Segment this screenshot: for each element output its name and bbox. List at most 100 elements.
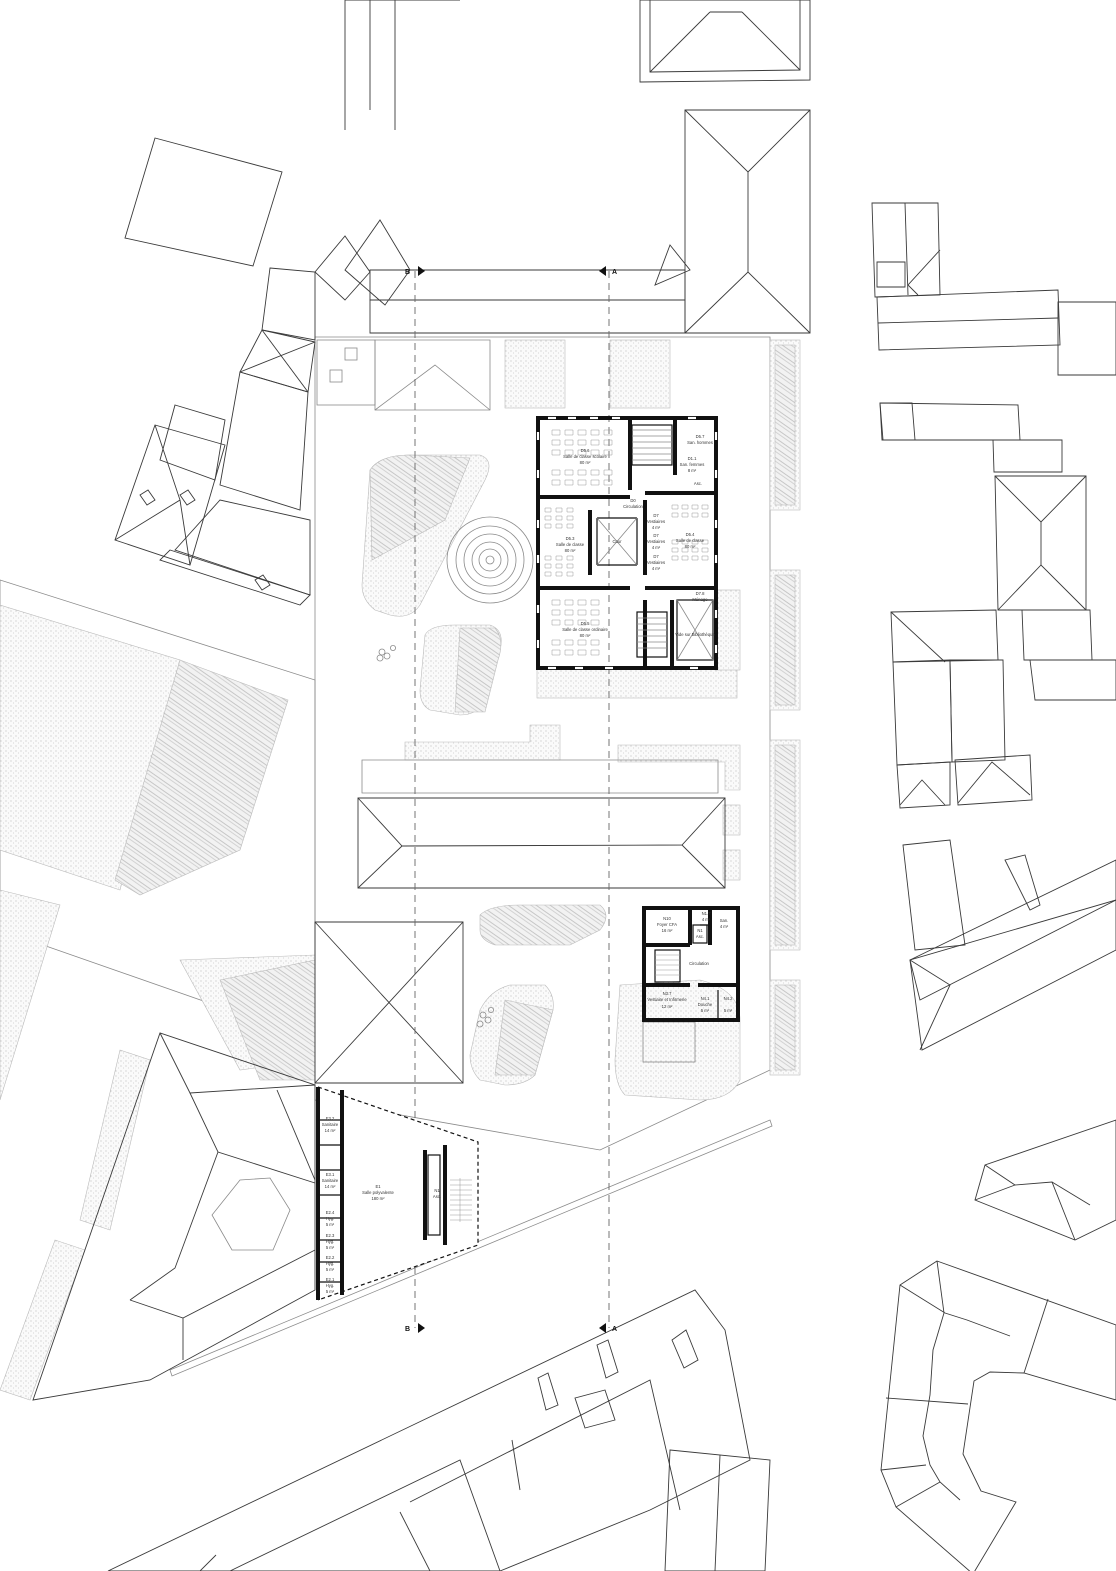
room-label: E2.4	[326, 1210, 335, 1215]
room-label: D7	[653, 554, 659, 559]
room-name: Hyg.	[326, 1216, 335, 1221]
room-label: D5.5	[581, 621, 591, 626]
room-label: E2.3	[326, 1233, 335, 1238]
room-label: N4.2	[724, 996, 734, 1001]
room-name: Hyg.	[326, 1239, 335, 1244]
roof-south-row	[107, 1289, 751, 1571]
room-label: N4.1	[701, 996, 711, 1001]
gravel-area-left-lower	[0, 889, 61, 1101]
planter-d-east	[714, 589, 741, 671]
section-marker-a-bottom	[599, 1323, 606, 1333]
room-area: 80 m²	[580, 633, 591, 638]
room-area: 5 m²	[326, 1289, 335, 1294]
room-area: 4 m²	[720, 924, 729, 929]
paved-island-1	[369, 454, 471, 561]
room-label: D7	[653, 513, 659, 518]
building-n-plan: N10 Foyer CFA 16 m² N1.7 4 m² N1 Asc. Sa…	[642, 906, 740, 1022]
paved-area-left	[114, 659, 289, 896]
room-label: E3.2	[326, 1116, 335, 1121]
room-area: 16 m²	[662, 928, 673, 933]
room-name: Salle polyvalente	[362, 1190, 394, 1195]
desks	[544, 429, 709, 656]
section-label-b-bottom: B	[405, 1326, 410, 1333]
planter-top-1	[504, 339, 566, 409]
room-area: 180 m²	[371, 1196, 385, 1201]
room-area: 4 m²	[652, 545, 661, 550]
section-label-a-bottom: A	[612, 1326, 617, 1333]
room-label: E1	[375, 1184, 381, 1189]
room-label: D0	[630, 498, 636, 503]
room-area: 14 m²	[325, 1128, 336, 1133]
room-label: E3.1	[326, 1172, 335, 1177]
room-area: 4 m²	[702, 917, 711, 922]
room-label: D5.4	[686, 532, 696, 537]
room-name: Cour	[612, 539, 622, 544]
room-label: E2.1	[326, 1277, 335, 1282]
room-name: Vestiaires	[647, 539, 665, 544]
section-marker-b-bottom	[418, 1323, 425, 1333]
room-area: 80 m²	[580, 460, 591, 465]
roof-top-square	[639, 0, 811, 83]
room-label: N1.7	[702, 911, 712, 916]
planter-right-1-inner	[774, 344, 796, 506]
room-name: Vestiaires	[647, 560, 665, 565]
planter-d-south	[536, 667, 738, 699]
room-name: Vide sur Bibliothèque	[675, 632, 715, 637]
room-label: E2.2	[326, 1255, 335, 1260]
room-name: Salle de classe	[676, 538, 705, 543]
section-label-b-top: B	[405, 269, 410, 276]
roof-bottom-rect	[664, 1449, 771, 1571]
planted-island-3	[479, 904, 607, 946]
room-name: Ménage	[692, 597, 708, 602]
section-marker-b-top	[418, 266, 425, 276]
room-area: 80 m²	[565, 548, 576, 553]
room-name: Douche	[698, 1002, 713, 1007]
room-name: Circulation	[689, 961, 709, 966]
room-area: 5 m²	[326, 1267, 335, 1272]
room-name: Asc.	[433, 1194, 441, 1199]
building-d-plan: D5.6 Salle de classe scolaire 80 m² D5.7…	[536, 416, 718, 670]
room-label: D7.8	[696, 591, 706, 596]
section-marker-a-top	[599, 266, 606, 276]
room-name: Asc.	[696, 934, 704, 939]
room-name: Vestiaires	[647, 519, 665, 524]
room-area: 12 m²	[662, 1004, 673, 1009]
room-name: Hyg.	[326, 1283, 335, 1288]
room-label: D5.3	[566, 536, 576, 541]
stairs-d-north	[631, 424, 673, 466]
roof-long-building	[357, 797, 726, 889]
room-name: Salle de classe ordinaire	[562, 627, 608, 632]
paved-island-4	[494, 999, 554, 1076]
planter-mid-3	[722, 804, 741, 836]
room-name: Sanitaire	[322, 1122, 339, 1127]
room-name: Salle de classe	[556, 542, 585, 547]
circular-fountain	[446, 516, 534, 604]
roof-tilted-square	[124, 137, 283, 267]
planter-mid-4	[722, 849, 741, 881]
room-area: 5 m²	[724, 1008, 733, 1013]
planter-mid-1	[404, 724, 561, 761]
planter-mid-2	[617, 744, 741, 791]
roof-west-triangle	[32, 1032, 316, 1401]
room-name: San. femmes	[680, 462, 705, 467]
roof-north-wing	[684, 109, 811, 334]
room-name: Asc.	[694, 481, 702, 486]
landscape	[0, 336, 801, 1401]
room-label: D7	[653, 533, 659, 538]
room-label: N10	[663, 916, 671, 921]
room-label: N1	[697, 928, 703, 933]
gravel-strip-3	[0, 1239, 86, 1401]
context-buildings	[32, 0, 1116, 1571]
room-name: San. hommes	[687, 440, 713, 445]
section-label-a-top: A	[612, 269, 617, 276]
room-name: Salle de classe scolaire	[563, 454, 607, 459]
room-name: Sanitaire	[322, 1178, 339, 1183]
planter-right-4-inner	[774, 984, 796, 1071]
room-area: 5 m²	[326, 1222, 335, 1227]
stairs-d-south	[636, 611, 668, 658]
room-area: 8 m²	[688, 468, 697, 473]
room-name: Vestiaire et Infirmerie	[647, 997, 687, 1002]
roof-long-building-upper	[361, 759, 719, 794]
room-area: 4 m²	[652, 566, 661, 571]
